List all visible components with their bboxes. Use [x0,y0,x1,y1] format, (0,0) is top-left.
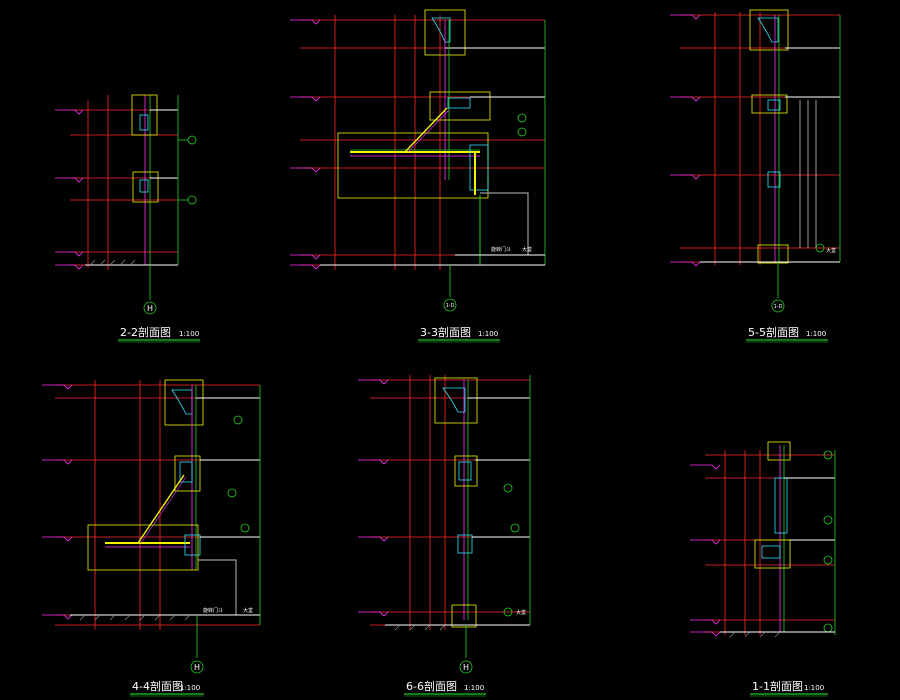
section-2-2: H 2-2剖面图 1:100 [55,94,200,343]
axis-label-5-5: 1-D [774,304,783,310]
note-lobby-6-6: 大堂 [516,609,526,616]
axis-label-4-4: H [194,663,200,672]
section-title-1-1: 1-1剖面图 [752,679,803,693]
note-lobby-4-4: 大堂 [243,607,253,614]
section-5-5: 大堂 1-D 5-5剖面图 1:100 [670,9,841,343]
axis-label-6-6: H [463,663,469,672]
note-revolving-door-3-3: 旋转门斗 [491,246,511,253]
section-1-1: 1-1剖面图 1:100 [690,441,836,697]
section-title-5-5: 5-5剖面图 [748,325,799,339]
section-3-3: 旋转门斗 大堂 1-D 3-3剖面图 1:100 [290,9,546,343]
axis-label-3-3: 1-D [446,303,455,309]
section-scale-1-1: 1:100 [804,684,824,692]
axis-label-2-2: H [147,304,153,313]
section-6-6: 大堂 H 6-6剖面图 1:100 [358,375,531,697]
section-scale-4-4: 1:100 [180,684,200,692]
section-title-3-3: 3-3剖面图 [420,325,471,339]
section-scale-5-5: 1:100 [806,330,826,338]
section-title-4-4: 4-4剖面图 [132,679,183,693]
axis-bubble-4-4 [190,660,204,674]
section-scale-6-6: 1:100 [464,684,484,692]
section-4-4: 旋转门斗 大堂 H 4-4剖面图 1:100 [42,379,261,697]
axis-bubble-2-2 [143,301,157,315]
section-scale-2-2: 1:100 [179,330,199,338]
axis-bubble-6-6 [459,660,473,674]
note-revolving-door-4-4: 旋转门斗 [203,607,223,614]
axis-bubble-3-3 [443,298,457,312]
section-scale-3-3: 1:100 [478,330,498,338]
note-lobby-3-3: 大堂 [522,246,532,253]
section-title-6-6: 6-6剖面图 [406,679,457,693]
note-lobby-5-5: 大堂 [826,247,836,254]
section-title-2-2: 2-2剖面图 [120,325,171,339]
axis-bubble-5-5 [771,299,785,313]
